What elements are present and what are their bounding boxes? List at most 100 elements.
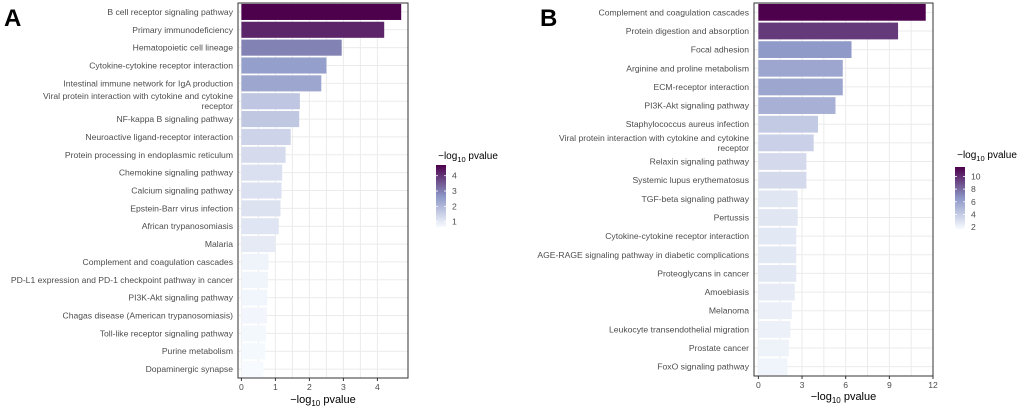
panel-a-category-label-0: B cell receptor signaling pathway [107, 7, 233, 17]
panel-a-bar-8 [241, 146, 286, 163]
panel-b-bar-15 [758, 283, 795, 301]
panel-a-category-label-6: NF-kappa B signaling pathway [116, 114, 233, 124]
panel-a-legend-label-3: 4 [452, 171, 457, 181]
panel-b-x-tick-label-1: 3 [800, 380, 805, 390]
panel-a-category-label-1: Primary immunodeficiency [132, 25, 233, 35]
panel-a-bar-17 [241, 307, 267, 324]
panel-b-bars [758, 3, 926, 376]
panel-b-category-label-19: FoxO signaling pathway [657, 362, 749, 372]
panel-a-bar-13 [241, 236, 276, 253]
panel-b-category-label-0: Complement and coagulation cascades [599, 7, 749, 17]
panel-b-legend-title: −log10 pvalue [957, 150, 1017, 163]
panel-a-category-label-12: African trypanosomiasis [142, 221, 233, 231]
panel-a-bar-11 [241, 200, 281, 217]
panel-b-bar-17 [758, 320, 791, 338]
panel-b-bar-1 [758, 22, 899, 40]
panel-a-bar-4 [241, 75, 322, 92]
panel-b-bar-5 [758, 97, 836, 114]
panel-a-x-tick-label-0: 0 [239, 382, 244, 392]
panel-b-category-label-8: Relaxin signaling pathway [650, 157, 750, 167]
panel-b-bar-13 [758, 246, 797, 264]
panel-b-chart: Complement and coagulation cascadesProte… [537, 2, 1017, 405]
panel-b-bar-7 [758, 134, 814, 152]
panel-b-bar-19 [758, 358, 788, 376]
panel-b-legend-label-1: 4 [971, 209, 976, 219]
panel-b-bar-8 [758, 153, 807, 170]
panel-a-category-labels: B cell receptor signaling pathwayPrimary… [11, 7, 234, 374]
panel-a-legend-colorbar [436, 165, 446, 227]
panel-b-plot-frame [753, 2, 934, 377]
panel-b-legend-colorbar [955, 167, 965, 229]
panel-b-bar-9 [758, 171, 807, 189]
panel-b-legend-label-4: 10 [971, 171, 981, 181]
panel-a-category-label-18: Toll-like receptor signaling pathway [100, 328, 234, 338]
panel-b-category-label-3: Arginine and proline metabolism [626, 63, 749, 73]
panel-a-x-axis-title: −log10 pvalue [290, 394, 356, 406]
panel-a-x-tick-label-2: 2 [307, 382, 312, 392]
panel-b-bar-4 [758, 78, 843, 96]
panel-b-category-label-11: Pertussis [714, 212, 749, 222]
panel-b-category-label-4: ECM-receptor interaction [653, 82, 749, 92]
panel-b-category-label-5: PI3K-Akt signaling pathway [644, 101, 749, 111]
panel-b-bar-10 [758, 190, 798, 208]
panel-a-bar-16 [241, 289, 268, 306]
panel-a-bar-15 [241, 271, 268, 288]
panel-a-category-label-8: Protein processing in endoplasmic reticu… [65, 150, 233, 160]
panel-b-category-label-2: Focal adhesion [691, 45, 750, 55]
panel-b-legend-label-0: 2 [971, 222, 976, 232]
panel-b-x-axis-title: −log10 pvalue [811, 391, 877, 405]
panel-a-category-label-20: Dopaminergic synapse [146, 364, 234, 374]
panel-a-bar-0 [241, 3, 402, 20]
panel-b-category-label-15: Amoebiasis [705, 287, 749, 297]
panel-b-category-label-13: AGE-RAGE signaling pathway in diabetic c… [537, 250, 749, 260]
panel-a-category-label-7: Neuroactive ligand-receptor interaction [85, 132, 233, 142]
panel-a-bar-6 [241, 111, 300, 128]
panel-b-bar-14 [758, 265, 797, 282]
panel-a-category-label-16: PI3K-Akt signaling pathway [128, 293, 233, 303]
panel-a-chart: B cell receptor signaling pathwayPrimary… [11, 2, 498, 406]
panel-a-category-label-3: Cytokine-cytokine receptor interaction [89, 61, 233, 71]
panel-a-bar-1 [241, 21, 385, 38]
panel-a-legend-title: −log10 pvalue [438, 151, 498, 164]
panel-b-legend-label-2: 6 [971, 197, 976, 207]
panel-b-category-label-12: Cytokine-cytokine receptor interaction [605, 231, 749, 241]
panel-a-x-tick-label-4: 4 [375, 382, 380, 392]
panel-b-category-label-6: Staphylococcus aureus infection [626, 119, 749, 129]
panel-b-legend-label-3: 8 [971, 184, 976, 194]
panel-b-bar-0 [758, 3, 926, 21]
panel-b-category-label-17: Leukocyte transendothelial migration [609, 324, 749, 334]
panel-b-category-label-14: Proteoglycans in cancer [657, 268, 749, 278]
panel-b-category-labels: Complement and coagulation cascadesProte… [537, 7, 749, 371]
panel-b-category-label-10: TGF-beta signaling pathway [642, 194, 750, 204]
panel-b-bar-16 [758, 302, 792, 320]
panel-a-category-label-13: Malaria [205, 239, 233, 249]
panel-a-bar-2 [241, 39, 342, 56]
panel-b-x-tick-label-3: 9 [887, 380, 892, 390]
panel-a-bars [241, 3, 402, 378]
panel-b-legend: −log10 pvalue 2 4 6 8 10 [955, 150, 1017, 232]
panel-a-category-label-19: Purine metabolism [162, 346, 233, 356]
panel-a-bar-9 [241, 164, 283, 181]
panel-b-bar-11 [758, 209, 798, 226]
panel-a-bar-18 [241, 325, 266, 342]
panel-a-bar-19 [241, 343, 266, 360]
panel-a-category-label-14: Complement and coagulation cascades [83, 257, 233, 267]
panel-a-letter: A [4, 5, 21, 32]
panel-b-bar-12 [758, 227, 797, 245]
panel-a-bar-14 [241, 253, 269, 270]
panel-a-category-label-9: Chemokine signaling pathway [119, 168, 234, 178]
panel-a-category-label-15: PD-L1 expression and PD-1 checkpoint pat… [11, 275, 233, 285]
panel-b-bar-3 [758, 59, 843, 77]
panel-b-bar-2 [758, 41, 852, 59]
panel-b-x-tick-label-0: 0 [756, 380, 761, 390]
panel-a-plot-frame [237, 2, 409, 379]
panel-a-x-tick-label-3: 3 [341, 382, 346, 392]
panel-b-category-label-18: Prostate cancer [689, 343, 749, 353]
panel-a-category-label-4: Intestinal immune network for IgA produc… [63, 78, 233, 88]
panel-a-bar-5 [241, 93, 300, 110]
panel-a-category-label-11: Epstein-Barr virus infection [130, 203, 233, 213]
